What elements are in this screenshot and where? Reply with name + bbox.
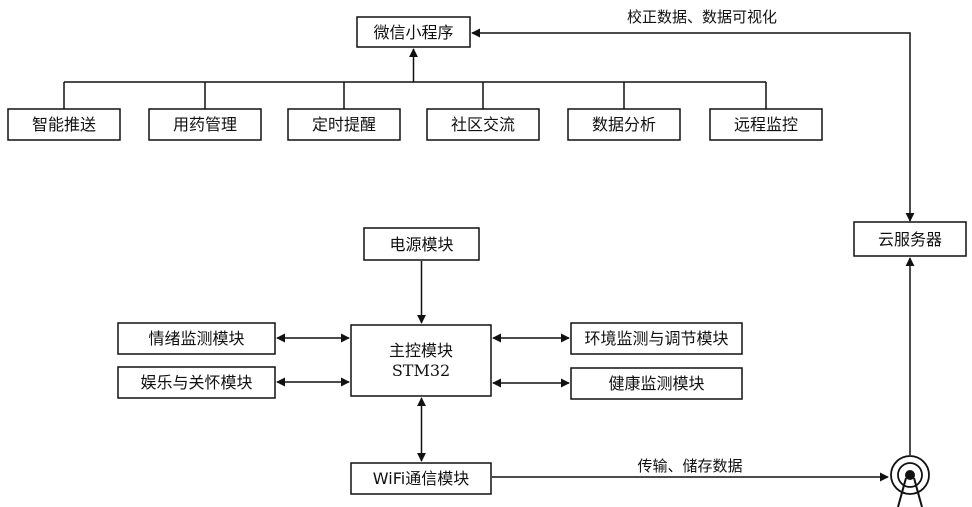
entertainment-care-label: 娱乐与关怀模块 [140,373,252,392]
health-monitoring-node: 健康监测模块 [570,367,743,400]
cloud-to-app-edge-label: 校正数据、数据可视化 [627,8,777,26]
remote-monitoring-node: 远程监控 [709,108,823,141]
remote-monitoring-label: 远程监控 [734,115,798,134]
wifi-to-tower-edge-label: 传输、储存数据 [637,457,742,475]
timed-reminder-label: 定时提醒 [312,115,376,134]
wifi-module-label: WiFi通信模块 [373,469,469,488]
environment-monitoring-label: 环境监测与调节模块 [584,329,728,348]
data-analysis-node: 数据分析 [567,108,681,141]
health-monitoring-label: 健康监测模块 [608,374,704,393]
cloud-server-node: 云服务器 [853,221,967,257]
wifi-module-node: WiFi通信模块 [350,462,492,495]
entertainment-care-node: 娱乐与关怀模块 [117,366,276,399]
feature-tree-connectors [63,48,767,109]
power-module-node: 电源模块 [363,227,480,261]
emotion-monitoring-label: 情绪监测模块 [148,329,244,348]
medication-management-label: 用药管理 [173,115,237,134]
wechat-mini-program-node: 微信小程序 [356,16,471,48]
wifi-to-tower-connector: 传输、储存数据 [492,457,889,482]
data-analysis-label: 数据分析 [592,115,656,134]
antenna-tower-icon [890,455,930,507]
main-control-node: 主控模块 STM32 [350,324,492,397]
cloud-server-label: 云服务器 [878,230,942,249]
power-module-label: 电源模块 [389,235,453,254]
community-exchange-node: 社区交流 [426,108,540,141]
environment-monitoring-node: 环境监测与调节模块 [570,322,743,355]
timed-reminder-node: 定时提醒 [287,108,401,141]
main-control-chip-label: STM32 [392,361,450,380]
emotion-monitoring-node: 情绪监测模块 [117,322,276,355]
main-control-label: 主控模块 [389,341,453,360]
smart-push-node: 智能推送 [7,108,121,141]
wechat-mini-program-label: 微信小程序 [373,23,453,42]
medication-management-node: 用药管理 [148,108,262,141]
cloud-to-app-connector: 校正数据、数据可视化 [471,8,915,222]
community-exchange-label: 社区交流 [451,115,515,134]
smart-push-label: 智能推送 [32,115,96,134]
peripheral-bidirectional-connectors [276,333,570,462]
